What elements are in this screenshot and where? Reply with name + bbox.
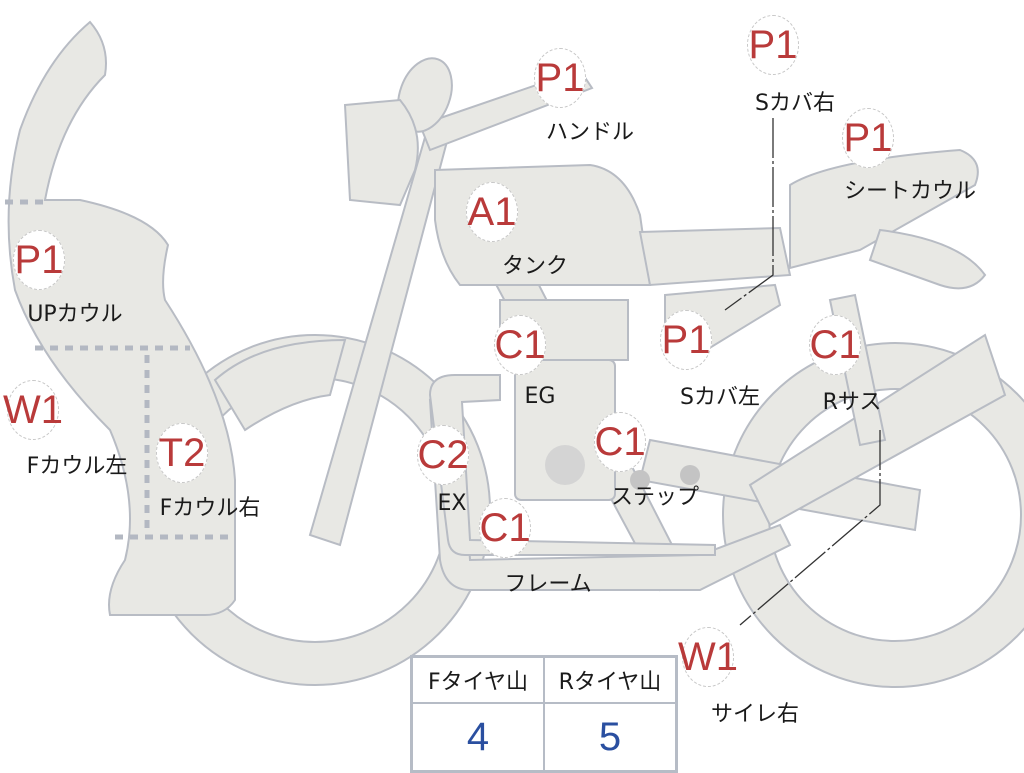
label-silencer-right: サイレ右 <box>710 702 800 727</box>
label-seat-cowl: シートカウル <box>843 179 977 204</box>
label-side-cover-right: Sカバ右 <box>755 91 835 116</box>
label-engine: EG <box>524 384 556 409</box>
marker-code-f-cowl-left: W1 <box>3 380 63 440</box>
label-f-cowl-right: Fカウル右 <box>159 496 261 521</box>
marker-code-silencer-right: W1 <box>678 627 738 687</box>
marker-code-frame: C1 <box>479 498 531 558</box>
label-step: ステップ <box>610 485 700 510</box>
marker-code-rear-suspension: C1 <box>809 315 861 375</box>
label-up-cowl: UPカウル <box>27 302 123 327</box>
marker-code-engine: C1 <box>494 315 546 375</box>
marker-code-f-cowl-right: T2 <box>156 423 208 483</box>
label-exhaust: EX <box>437 491 467 516</box>
label-handle: ハンドル <box>545 120 635 145</box>
marker-code-tank: A1 <box>466 182 518 242</box>
marker-code-side-cover-left: P1 <box>660 310 712 370</box>
marker-code-exhaust: C2 <box>417 425 469 485</box>
label-rear-suspension: Rサス <box>822 390 882 415</box>
seat-cowl <box>789 148 979 270</box>
seat <box>638 226 792 287</box>
marker-code-handle: P1 <box>534 48 586 108</box>
tire-tread-table: Fタイヤ山 Rタイヤ山 4 5 <box>410 655 678 773</box>
marker-code-up-cowl: P1 <box>13 230 65 290</box>
marker-code-side-cover-right: P1 <box>747 15 799 75</box>
rear-tire-header: Rタイヤ山 <box>543 655 678 704</box>
front-tire-value: 4 <box>410 702 545 773</box>
front-tire-header: Fタイヤ山 <box>410 655 545 704</box>
label-frame: フレーム <box>504 572 592 597</box>
label-tank: タンク <box>501 254 569 279</box>
marker-code-seat-cowl: P1 <box>842 108 894 168</box>
rear-tire-value: 5 <box>543 702 678 773</box>
label-f-cowl-left: Fカウル左 <box>26 454 128 479</box>
marker-code-step: C1 <box>594 412 646 472</box>
label-side-cover-left: Sカバ左 <box>680 385 760 410</box>
